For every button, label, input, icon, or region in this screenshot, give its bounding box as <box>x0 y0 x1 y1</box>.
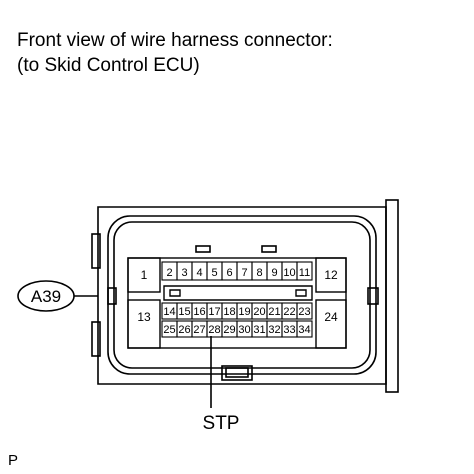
key-strip <box>163 285 313 301</box>
pin-17-label: 17 <box>208 306 220 318</box>
pin-11-label: 11 <box>299 267 310 279</box>
pin-4-label: 4 <box>196 267 202 279</box>
pin-23-label: 23 <box>298 306 310 318</box>
pin-25-label: 25 <box>163 324 175 336</box>
pin-28-label: 28 <box>208 324 220 336</box>
pin-18-label: 18 <box>223 306 235 318</box>
pin-13-label: 13 <box>137 310 151 324</box>
housing-notch-bottom <box>91 321 101 357</box>
pin-22-label: 22 <box>283 306 295 318</box>
pin-2-label: 2 <box>166 267 172 279</box>
pin-24-label: 24 <box>324 310 338 324</box>
pin-cell-34 <box>296 320 313 338</box>
connector-shell-inner <box>113 221 371 369</box>
cell-large-12 <box>315 257 347 293</box>
connector-side-tab <box>385 199 399 393</box>
shell-left-tab <box>107 287 117 305</box>
pin-3-label: 3 <box>181 267 187 279</box>
pin-7-label: 7 <box>241 267 247 279</box>
cell-large-24 <box>315 299 347 349</box>
pin-27-label: 27 <box>193 324 205 336</box>
bottom-lock-inner <box>225 367 249 378</box>
pin-cell-23 <box>296 302 313 320</box>
caption: Front view of wire harness connector: (t… <box>17 28 333 78</box>
pin-21-label: 21 <box>268 306 280 318</box>
pin-1-label: 1 <box>141 268 148 282</box>
pin-15-label: 15 <box>178 306 190 318</box>
caption-line-1: Front view of wire harness connector: <box>17 30 333 51</box>
pin-33-label: 33 <box>283 324 295 336</box>
pin-5-label: 5 <box>211 267 217 279</box>
pin-19-label: 19 <box>238 306 250 318</box>
pin-34-label: 34 <box>298 324 310 336</box>
pin-32-label: 32 <box>268 324 280 336</box>
latch-right <box>261 245 277 253</box>
pin-6-label: 6 <box>226 267 232 279</box>
pin-8-label: 8 <box>256 267 262 279</box>
shell-right-tab <box>367 287 379 305</box>
pin-16-label: 16 <box>193 306 205 318</box>
pin-cell-11 <box>296 261 313 281</box>
signal-label: STP <box>203 413 240 434</box>
bottom-lock <box>221 365 253 381</box>
pin-20-label: 20 <box>253 306 265 318</box>
latch-left <box>195 245 211 253</box>
pin-29-label: 29 <box>223 324 235 336</box>
pin-31-label: 31 <box>253 324 265 336</box>
connector-code: A39 <box>31 287 61 306</box>
pin-26-label: 26 <box>178 324 190 336</box>
pin-14-label: 14 <box>163 306 175 318</box>
pin-30-label: 30 <box>238 324 250 336</box>
caption-line-2: (to Skid Control ECU) <box>17 55 200 76</box>
cell-large-1 <box>127 257 161 293</box>
pin-10-label: 10 <box>283 267 295 279</box>
key-strip-marks <box>169 289 307 297</box>
housing-notch-top <box>91 233 101 269</box>
connector-shell <box>107 215 377 375</box>
cell-large-13 <box>127 299 161 349</box>
figure-letter: P <box>8 452 19 469</box>
pin-9-label: 9 <box>271 267 277 279</box>
connector-housing <box>97 206 387 385</box>
pin-12-label: 12 <box>324 268 338 282</box>
